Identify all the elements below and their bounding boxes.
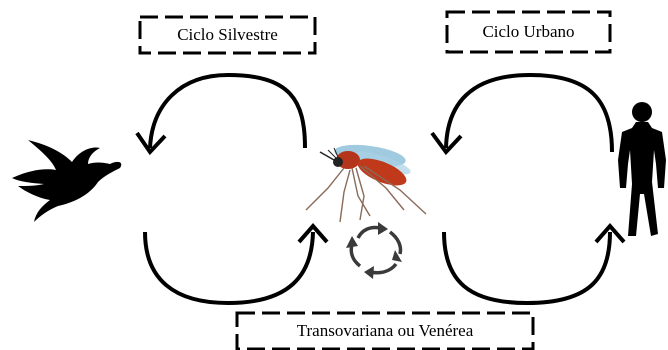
mosquito-icon: [306, 141, 426, 222]
ciclo-silvestre-label: Ciclo Silvestre: [140, 17, 315, 53]
silvestre-top-arc-arrow: [150, 75, 305, 148]
urbano-top-arc-arrow: [446, 75, 612, 152]
transovariana-text: Transovariana ou Venérea: [291, 321, 480, 341]
human-silhouette-icon: [618, 102, 666, 236]
bird-icon: [12, 140, 121, 222]
urbano-bottom-arc-arrow: [444, 232, 610, 303]
transovariana-label: Transovariana ou Venérea: [237, 313, 533, 349]
silvestre-bottom-arc-arrow: [145, 232, 313, 303]
ciclo-urbano-text: Ciclo Urbano: [476, 22, 580, 42]
ciclo-silvestre-text: Ciclo Silvestre: [171, 25, 284, 45]
recycle-arrows-icon: [351, 227, 400, 272]
ciclo-urbano-label: Ciclo Urbano: [447, 12, 610, 52]
